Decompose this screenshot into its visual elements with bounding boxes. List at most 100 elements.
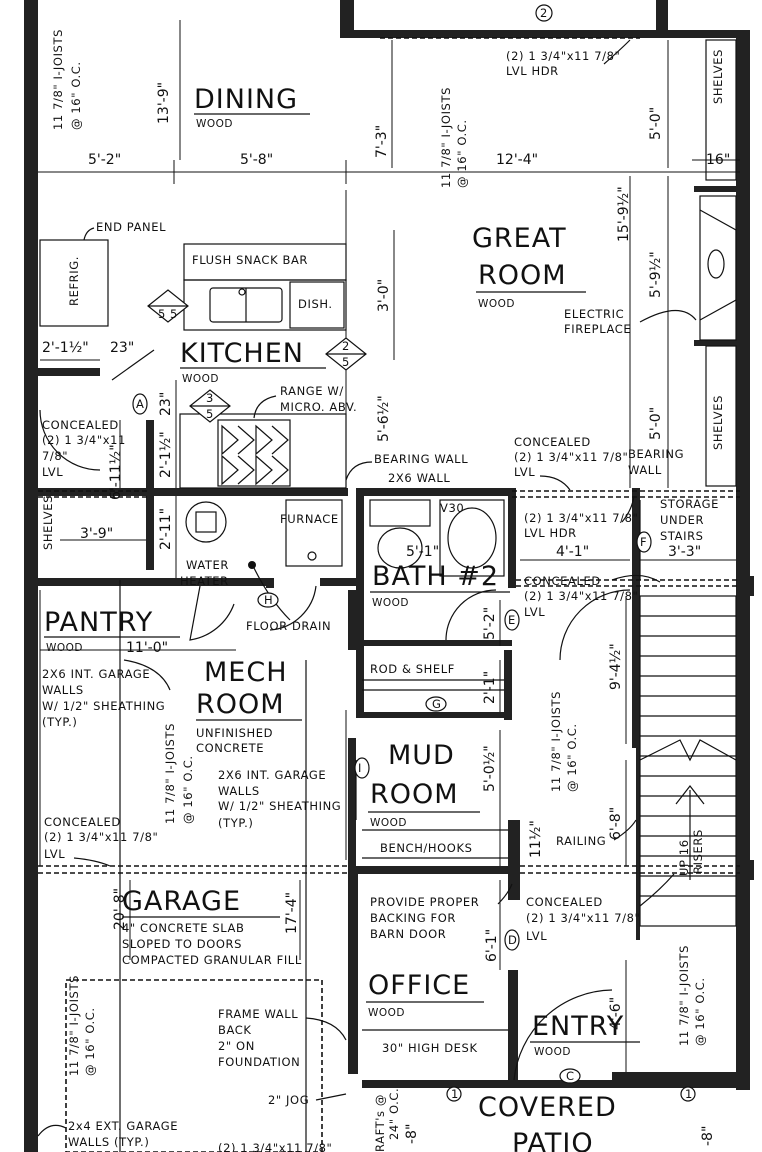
- svg-text:5'-0½": 5'-0½": [482, 745, 498, 792]
- fixtures: [39, 39, 737, 1081]
- svg-text:CONCEALED: CONCEALED: [514, 435, 591, 449]
- svg-text:WALL: WALL: [628, 463, 662, 477]
- svg-text:COMPACTED GRANULAR FILL: COMPACTED GRANULAR FILL: [122, 953, 302, 967]
- svg-text:STORAGE: STORAGE: [660, 497, 719, 511]
- svg-text:WOOD: WOOD: [534, 1046, 571, 1058]
- svg-text:6'-1": 6'-1": [484, 929, 500, 962]
- svg-text:5: 5: [342, 355, 350, 369]
- svg-text:BEARING WALL: BEARING WALL: [374, 452, 468, 466]
- room-great-line2: ROOM: [478, 260, 567, 291]
- svg-text:3'-0": 3'-0": [376, 279, 392, 312]
- svg-text:3'-9": 3'-9": [80, 526, 113, 542]
- svg-text:CONCEALED: CONCEALED: [526, 895, 603, 909]
- svg-text:1: 1: [685, 1087, 693, 1101]
- svg-text:WOOD: WOOD: [182, 373, 219, 385]
- range: [217, 419, 291, 487]
- svg-text:4" CONCRETE SLAB: 4" CONCRETE SLAB: [122, 921, 245, 935]
- svg-text:(2) 1 3/4"x11 7/8": (2) 1 3/4"x11 7/8": [524, 511, 638, 525]
- svg-text:@ 16" O.C.: @ 16" O.C.: [455, 119, 469, 188]
- svg-text:PROVIDE PROPER: PROVIDE PROPER: [370, 895, 479, 909]
- svg-text:11 7/8" I-JOISTS: 11 7/8" I-JOISTS: [51, 29, 65, 130]
- svg-text:WOOD: WOOD: [368, 1007, 405, 1019]
- svg-text:CONCEALED: CONCEALED: [42, 418, 119, 432]
- svg-text:WATER: WATER: [186, 558, 229, 572]
- svg-text:LVL: LVL: [44, 847, 65, 861]
- svg-text:4'-6": 4'-6": [608, 997, 624, 1030]
- furnace: [285, 499, 343, 567]
- svg-text:HEATER: HEATER: [180, 574, 229, 588]
- svg-text:E: E: [508, 613, 516, 627]
- svg-text:BENCH/HOOKS: BENCH/HOOKS: [380, 841, 473, 855]
- svg-text:12'-4": 12'-4": [496, 152, 538, 168]
- svg-text:G: G: [432, 697, 442, 711]
- svg-text:RAILING: RAILING: [556, 834, 606, 848]
- svg-text:9'-4½": 9'-4½": [608, 643, 624, 690]
- svg-text:@ 16" O.C.: @ 16" O.C.: [83, 1007, 97, 1076]
- svg-text:11'-0": 11'-0": [126, 640, 168, 656]
- svg-text:LVL HDR: LVL HDR: [506, 64, 559, 78]
- svg-text:FIREPLACE: FIREPLACE: [564, 322, 631, 336]
- svg-text:11 7/8" I-JOISTS: 11 7/8" I-JOISTS: [677, 945, 691, 1046]
- svg-text:WALLS: WALLS: [218, 784, 260, 798]
- svg-text:MICRO. ABV.: MICRO. ABV.: [280, 400, 357, 414]
- svg-text:RISERS: RISERS: [691, 829, 705, 874]
- room-mech-line2: ROOM: [196, 689, 285, 720]
- svg-text:2'-1": 2'-1": [482, 671, 498, 704]
- svg-text:@ 16" O.C.: @ 16" O.C.: [181, 755, 195, 824]
- svg-text:WOOD: WOOD: [478, 298, 515, 310]
- svg-text:V30: V30: [440, 501, 464, 515]
- svg-text:FOUNDATION: FOUNDATION: [218, 1055, 300, 1069]
- svg-text:SHELVES: SHELVES: [711, 395, 725, 450]
- tags: 2 5 5 2 5 3 5 A F H E G I D C 1 1: [132, 4, 696, 1102]
- svg-text:H: H: [264, 593, 273, 607]
- svg-text:UNDER: UNDER: [660, 513, 704, 527]
- svg-text:RAFT's @: RAFT's @: [373, 1094, 387, 1152]
- svg-text:(2) 1 3/4"x11 7/8": (2) 1 3/4"x11 7/8": [514, 450, 628, 464]
- annotations: (2) 1 3/4"x11 7/8" LVL HDR END PANEL REF…: [37, 29, 725, 1152]
- svg-text:WOOD: WOOD: [370, 817, 407, 829]
- svg-text:(TYP.): (TYP.): [218, 816, 253, 830]
- svg-text:(2) 1 3/4"x11 7/8": (2) 1 3/4"x11 7/8": [218, 1141, 332, 1152]
- svg-text:5: 5: [158, 307, 166, 321]
- svg-text:FLUSH SNACK BAR: FLUSH SNACK BAR: [192, 253, 308, 267]
- svg-text:2'-1½": 2'-1½": [158, 431, 174, 478]
- svg-text:SHELVES: SHELVES: [41, 495, 55, 550]
- room-great-line1: GREAT: [472, 223, 567, 254]
- svg-text:11 7/8" I-JOISTS: 11 7/8" I-JOISTS: [439, 87, 453, 188]
- svg-text:@ 16" O.C.: @ 16" O.C.: [693, 977, 707, 1046]
- stair-treads: [639, 595, 737, 927]
- svg-text:W/ 1/2" SHEATHING: W/ 1/2" SHEATHING: [218, 799, 341, 813]
- svg-text:I: I: [358, 761, 362, 775]
- svg-text:2" JOG: 2" JOG: [268, 1093, 309, 1107]
- svg-text:RANGE W/: RANGE W/: [280, 384, 344, 398]
- svg-text:5'-6½": 5'-6½": [376, 395, 392, 442]
- svg-text:-8": -8": [404, 1124, 420, 1144]
- svg-text:SHELVES: SHELVES: [711, 49, 725, 104]
- toilet: [369, 499, 431, 527]
- svg-text:2: 2: [342, 339, 350, 353]
- svg-text:13'-9": 13'-9": [156, 82, 172, 124]
- svg-text:(2) 1 3/4"x11 7/8": (2) 1 3/4"x11 7/8": [524, 589, 638, 603]
- svg-text:2X6 WALL: 2X6 WALL: [388, 471, 450, 485]
- svg-text:5'-2": 5'-2": [482, 607, 498, 640]
- svg-text:A: A: [136, 397, 144, 411]
- svg-text:FURNACE: FURNACE: [280, 512, 339, 526]
- dimension-labels: 13'-9" 5'-2" 5'-8" 7'-3" 12'-4" 5'-0" 16…: [42, 82, 730, 1146]
- svg-text:FRAME WALL: FRAME WALL: [218, 1007, 298, 1021]
- svg-text:D: D: [508, 933, 517, 947]
- room-patio-line2: PATIO: [512, 1128, 594, 1152]
- svg-text:5'-1": 5'-1": [406, 544, 439, 560]
- svg-text:(2) 1 3/4"x11 7/8": (2) 1 3/4"x11 7/8": [44, 830, 158, 844]
- svg-text:5'-8": 5'-8": [240, 152, 273, 168]
- svg-text:1: 1: [451, 1087, 459, 1101]
- svg-text:30" HIGH DESK: 30" HIGH DESK: [382, 1041, 478, 1055]
- svg-text:UNFINISHED: UNFINISHED: [196, 726, 273, 740]
- svg-text:11 7/8" I-JOISTS: 11 7/8" I-JOISTS: [549, 691, 563, 792]
- svg-text:REFRIG.: REFRIG.: [67, 256, 81, 306]
- svg-text:4'-1": 4'-1": [556, 544, 589, 560]
- svg-text:END PANEL: END PANEL: [96, 220, 166, 234]
- door-swings: [39, 349, 641, 1081]
- svg-text:5'-0": 5'-0": [648, 107, 664, 140]
- svg-text:11½": 11½": [528, 820, 544, 858]
